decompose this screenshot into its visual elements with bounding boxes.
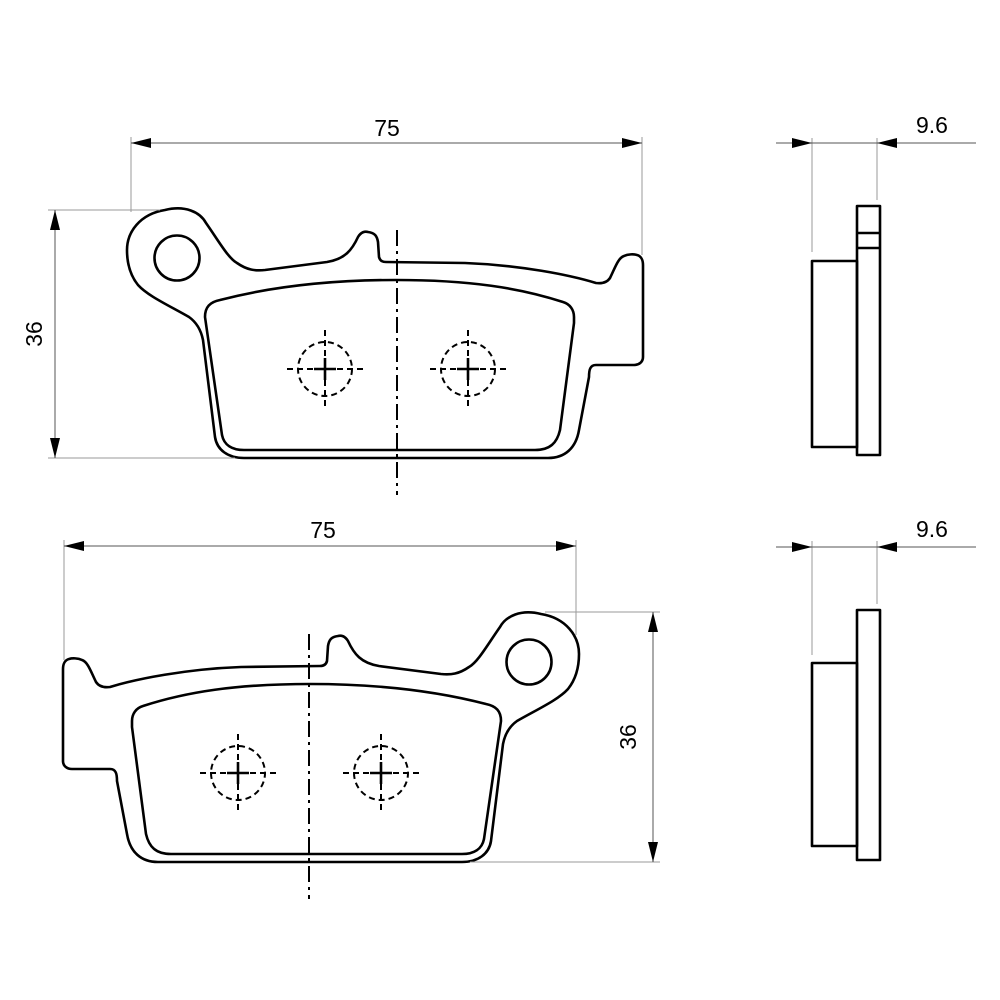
pad-side-view-top: 9.6 — [776, 112, 976, 457]
height-dimension: 36 — [21, 209, 235, 459]
thickness-label: 9.6 — [916, 516, 948, 542]
pad-front-view-top: 75 36 — [21, 115, 645, 497]
width-label: 75 — [310, 517, 336, 543]
height-label: 36 — [615, 724, 641, 750]
width-dimension: 75 — [63, 517, 577, 660]
width-dimension: 75 — [130, 115, 643, 255]
height-dimension: 36 — [470, 611, 660, 863]
height-label: 36 — [21, 321, 47, 347]
pad-front-view-bottom: 75 36 — [61, 517, 660, 901]
thickness-label: 9.6 — [916, 112, 948, 138]
pad-side-view-bottom: 9.6 — [776, 516, 976, 862]
width-label: 75 — [374, 115, 400, 141]
